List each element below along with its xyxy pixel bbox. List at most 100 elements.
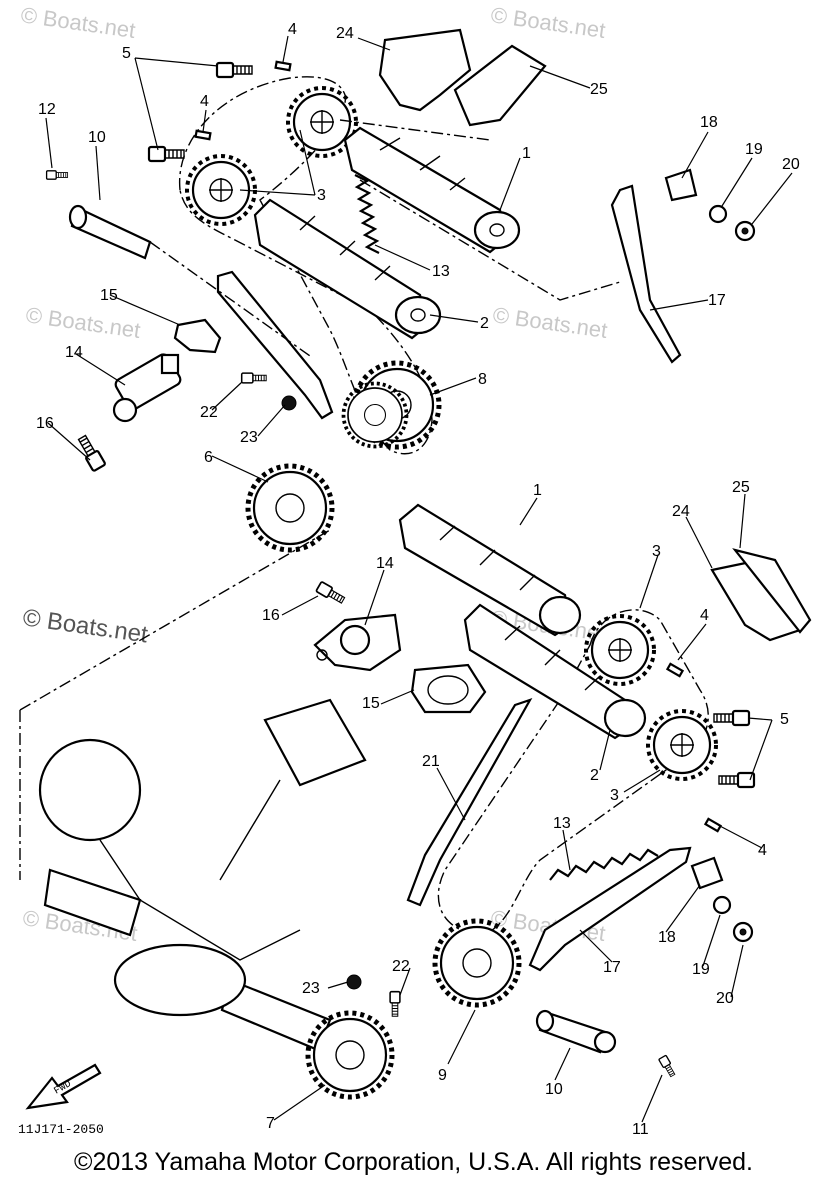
callout-6: 6 xyxy=(204,449,213,466)
bolt-upper-5b xyxy=(147,145,186,163)
bolt-lower-5b xyxy=(717,771,756,789)
washer-upper-23 xyxy=(281,395,297,411)
callout-4: 4 xyxy=(700,607,709,624)
watermark: © Boats.net xyxy=(19,2,137,43)
gasket-upper xyxy=(173,318,222,354)
cover-lower-25 xyxy=(732,548,812,634)
fwd-arrow-icon: FWD xyxy=(25,1063,102,1110)
chain-guide-upper xyxy=(610,184,682,364)
callout-5: 5 xyxy=(780,711,789,728)
lower-assembly xyxy=(19,503,812,1097)
callout-5: 5 xyxy=(122,45,131,62)
callout-20: 20 xyxy=(716,990,734,1007)
callout-22: 22 xyxy=(392,958,410,975)
callout-4: 4 xyxy=(200,93,209,110)
dowel-pin-upper-b xyxy=(194,129,212,141)
callout-15: 15 xyxy=(362,695,380,712)
watermark: © Boats.net xyxy=(21,604,150,648)
callout-18: 18 xyxy=(658,929,676,946)
retainer-upper-18 xyxy=(664,168,698,202)
callout-17: 17 xyxy=(708,292,726,309)
callout-19: 19 xyxy=(692,961,710,978)
callout-14: 14 xyxy=(65,344,83,361)
crankshaft xyxy=(38,698,367,1052)
idler-gear-lower-9 xyxy=(435,921,519,1005)
camshaft-lower-1 xyxy=(398,503,582,637)
gasket-lower xyxy=(410,663,487,714)
dowel-pin-upper-a xyxy=(274,60,292,72)
cover-upper-24 xyxy=(378,28,472,112)
callout-25: 25 xyxy=(732,479,750,496)
chain-guide-lower-17 xyxy=(528,846,692,972)
callout-24: 24 xyxy=(336,25,354,42)
camshaft-upper-1 xyxy=(343,126,521,254)
image-code: 11J171-2050 xyxy=(18,1122,104,1137)
callout-4: 4 xyxy=(758,842,767,859)
timing-chain-upper xyxy=(178,76,433,455)
callout-17: 17 xyxy=(603,959,621,976)
callout-25: 25 xyxy=(590,81,608,98)
watermark: © Boats.net xyxy=(491,302,609,343)
bolt-upper-22 xyxy=(240,372,267,384)
callout-13: 13 xyxy=(553,815,571,832)
callout-14: 14 xyxy=(376,555,394,572)
copyright-notice: ©2013 Yamaha Motor Corporation, U.S.A. A… xyxy=(74,1148,753,1176)
tensioner-spring-upper xyxy=(354,174,380,254)
bolt-lower-22 xyxy=(389,990,401,1017)
cam-sprocket-lower-b xyxy=(646,709,718,781)
dowel-pin-lower-a xyxy=(665,662,685,678)
screw-lower-11 xyxy=(658,1054,678,1079)
callout-labels: 5 4 4 24 25 12 10 3 1 18 19 20 13 15 17 … xyxy=(36,21,800,1138)
callout-16: 16 xyxy=(36,415,54,432)
washer-upper-19 xyxy=(708,204,728,224)
watermark: © Boats.net xyxy=(24,302,142,343)
chain-guide-lower-21 xyxy=(406,698,533,907)
callout-4: 4 xyxy=(288,21,297,38)
cover-upper-25 xyxy=(453,44,547,127)
watermark: © Boats.net xyxy=(489,2,607,43)
callout-1: 1 xyxy=(533,482,542,499)
chain-tensioner-lower xyxy=(313,613,402,672)
callout-3: 3 xyxy=(610,787,619,804)
callout-1: 1 xyxy=(522,145,531,162)
callout-7: 7 xyxy=(266,1115,275,1132)
callout-22: 22 xyxy=(200,404,218,421)
camshaft-lower-2 xyxy=(463,603,647,740)
callout-19: 19 xyxy=(745,141,763,158)
bolt-upper-5a xyxy=(215,61,254,79)
tensioner-spring-lower xyxy=(549,848,659,881)
callout-13: 13 xyxy=(432,263,450,280)
callout-16: 16 xyxy=(262,607,280,624)
callout-23: 23 xyxy=(240,429,258,446)
callout-15: 15 xyxy=(100,287,118,304)
washer-lower-19 xyxy=(712,895,732,915)
camshaft-upper-2 xyxy=(253,198,442,340)
retainer-lower-18 xyxy=(690,856,724,890)
callout-10: 10 xyxy=(545,1081,563,1098)
callout-12: 12 xyxy=(38,101,56,118)
callout-23: 23 xyxy=(302,980,320,997)
callout-3: 3 xyxy=(317,187,326,204)
chain-tensioner-upper xyxy=(112,353,182,423)
dowel-pin-lower-b xyxy=(703,817,723,833)
callout-2: 2 xyxy=(480,315,489,332)
callout-9: 9 xyxy=(438,1067,447,1084)
callout-3: 3 xyxy=(652,543,661,560)
timing-chain-lower xyxy=(437,609,709,936)
upper-assembly xyxy=(45,28,756,550)
callout-8: 8 xyxy=(478,371,487,388)
callout-24: 24 xyxy=(672,503,690,520)
callout-21: 21 xyxy=(422,753,440,770)
shaft-pin-upper xyxy=(68,204,152,260)
callout-2: 2 xyxy=(590,767,599,784)
shaft-pin-lower xyxy=(535,1009,617,1054)
tensioner-guide-upper xyxy=(216,270,334,420)
washer-lower-23 xyxy=(346,974,362,990)
screw-upper-12 xyxy=(45,170,69,180)
callout-10: 10 xyxy=(88,129,106,146)
bolt-lower-5a xyxy=(712,709,751,727)
callout-11: 11 xyxy=(632,1121,649,1138)
callout-20: 20 xyxy=(782,156,800,173)
bolt-upper-16 xyxy=(74,432,107,473)
